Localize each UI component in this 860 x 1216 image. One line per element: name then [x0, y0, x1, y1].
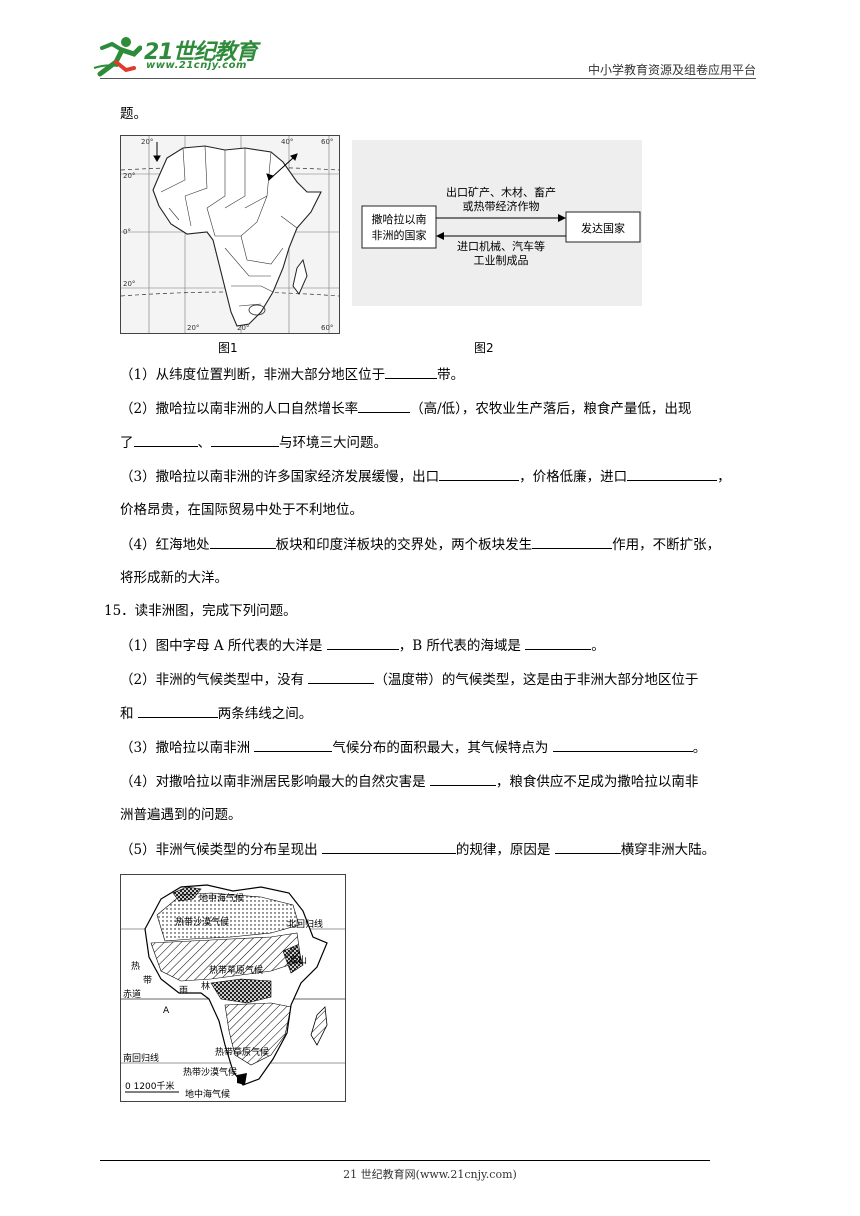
- import-label-1: 进口机械、汽车等: [457, 239, 545, 253]
- page-header: 21世纪教育 www.21cnjy.com 中小学教育资源及组卷应用平台: [0, 0, 860, 84]
- label-desert-bottom: 热带沙漠气候: [183, 1066, 237, 1078]
- answer-blank[interactable]: [627, 466, 718, 481]
- right-box-label: 发达国家: [581, 221, 625, 235]
- q15-part-2-cont: 和 两条纬线之间。: [120, 703, 312, 724]
- q15-part-4: （4）对撒哈拉以南非洲居民影响最大的自然灾害是 ，粮食供应不足成为撒哈拉以南非: [120, 771, 698, 792]
- label-highland: 高山: [289, 954, 307, 966]
- answer-blank[interactable]: [439, 466, 520, 481]
- label-scale: 0 1200千米: [125, 1080, 175, 1092]
- page-footer[interactable]: 21 世纪教育网(www.21cnjy.com): [343, 1168, 517, 1181]
- figure-2-caption: 图2: [474, 341, 494, 355]
- label-rainforest-2: 带: [143, 975, 152, 986]
- answer-blank[interactable]: [308, 669, 375, 684]
- answer-blank[interactable]: [211, 432, 279, 447]
- label-rainforest-4: 林: [201, 980, 210, 992]
- figure-1-africa-map: 20° 0° 20° 20° 40° 60° 20° 20° 60°: [120, 135, 340, 334]
- q15-part-4-cont: 洲普遍遇到的问题。: [120, 807, 242, 823]
- climate-map-drawing: 地中海气候 热带沙漠气候 北回归线 热 带 雨 林 热带草原气候 赤道 A 高山…: [121, 884, 345, 1100]
- platform-name: 中小学教育资源及组卷应用平台: [587, 63, 756, 77]
- map-label-left-20s: 20°: [123, 280, 135, 288]
- answer-blank[interactable]: [209, 534, 276, 549]
- answer-blank[interactable]: [254, 737, 333, 752]
- q15-title: 15．读非洲图，完成下列问题。: [104, 603, 297, 619]
- label-desert-top: 热带沙漠气候: [175, 916, 229, 928]
- q15-part-3: （3）撒哈拉以南非洲 气候分布的面积最大，其气候特点为 。: [120, 737, 706, 758]
- q14-part-4: （4）红海地处板块和印度洋板块的交界处，两个板块发生作用，不断扩张，: [120, 534, 720, 555]
- map-label-top-40e: 40°: [281, 138, 293, 146]
- label-savanna-bottom: 热带草原气候: [215, 1046, 269, 1058]
- logo-url: www.21cnjy.com: [146, 60, 247, 71]
- map-label-top-20w: 20°: [141, 138, 153, 146]
- label-savanna-top: 热带草原气候: [209, 964, 263, 976]
- label-tropic-capricorn: 南回归线: [123, 1052, 159, 1064]
- answer-blank[interactable]: [326, 635, 399, 650]
- q14-part-3: （3）撒哈拉以南非洲的许多国家经济发展缓慢，出口，价格低廉，进口，: [120, 466, 731, 487]
- map-label-bottom-20e: 20°: [237, 324, 249, 332]
- import-label-2: 工业制成品: [474, 254, 529, 267]
- left-box-line-1: 撒哈拉以南: [372, 212, 427, 226]
- runner-icon: [93, 37, 142, 77]
- q14-lead: 题。: [120, 106, 147, 122]
- answer-blank[interactable]: [321, 839, 456, 854]
- label-rainforest-1: 热: [131, 960, 140, 972]
- footer-divider: [100, 1160, 710, 1161]
- label-mediterranean-bottom: 地中海气候: [185, 1088, 230, 1100]
- site-logo[interactable]: 21世纪教育 www.21cnjy.com: [92, 34, 262, 78]
- label-equator: 赤道: [123, 988, 141, 1000]
- q15-part-2: （2）非洲的气候类型中，没有 （温度带）的气候类型，这是由于非洲大部分地区位于: [120, 669, 698, 690]
- africa-climate-map: 地中海气候 热带沙漠气候 北回归线 热 带 雨 林 热带草原气候 赤道 A 高山…: [120, 874, 346, 1102]
- q14-part-2-cont: 了、与环境三大问题。: [120, 432, 387, 453]
- q14-part-1: （1）从纬度位置判断，非洲大部分地区位于带。: [120, 364, 464, 385]
- q15-part-1: （1）图中字母 A 所代表的大洋是 ，B 所代表的海域是 。: [120, 635, 605, 656]
- answer-blank[interactable]: [525, 635, 592, 650]
- africa-political-map: 20° 0° 20° 20° 40° 60° 20° 20° 60°: [120, 136, 340, 333]
- q14-part-4-cont: 将形成新的大洋。: [120, 570, 228, 586]
- answer-blank[interactable]: [133, 432, 198, 447]
- answer-blank[interactable]: [552, 737, 693, 752]
- answer-blank[interactable]: [532, 534, 613, 549]
- export-label-1: 出口矿产、木材、畜产: [446, 185, 556, 199]
- left-box-line-2: 非洲的国家: [372, 228, 427, 242]
- figure-1-caption: 图1: [218, 341, 238, 355]
- answer-blank[interactable]: [137, 703, 218, 718]
- figure-2-trade-diagram: 撒哈拉以南 非洲的国家 发达国家 出口矿产、木材、畜产 或热带经济作物 进口机械…: [352, 140, 642, 306]
- label-rainforest-3: 雨: [179, 985, 188, 996]
- q15-part-5: （5）非洲气候类型的分布呈现出 的规律，原因是 横穿非洲大陆。: [120, 839, 715, 860]
- answer-blank[interactable]: [385, 364, 438, 379]
- map-label-top-60e: 60°: [321, 138, 333, 146]
- answer-blank[interactable]: [554, 839, 621, 854]
- header-divider: [100, 78, 756, 79]
- q14-part-3-cont: 价格昂贵，在国际贸易中处于不利地位。: [120, 502, 363, 518]
- trade-flow-diagram: 撒哈拉以南 非洲的国家 发达国家 出口矿产、木材、畜产 或热带经济作物 进口机械…: [361, 185, 641, 267]
- map-label-bottom-20w: 20°: [187, 324, 199, 332]
- answer-blank[interactable]: [429, 771, 496, 786]
- map-label-left-0: 0°: [123, 228, 131, 236]
- export-label-2: 或热带经济作物: [463, 199, 540, 213]
- q14-part-2: （2）撒哈拉以南非洲的人口自然增长率（高/低），农牧业生产落后，粮食产量低，出现: [120, 398, 691, 419]
- label-letter-a: A: [163, 1006, 170, 1016]
- map-label-bottom-60e: 60°: [321, 324, 333, 332]
- label-mediterranean-top: 地中海气候: [199, 892, 244, 904]
- map-label-left-20n: 20°: [123, 172, 135, 180]
- answer-blank[interactable]: [358, 398, 411, 413]
- logo-text: 21世纪教育: [144, 40, 258, 65]
- label-tropic-cancer: 北回归线: [287, 918, 323, 930]
